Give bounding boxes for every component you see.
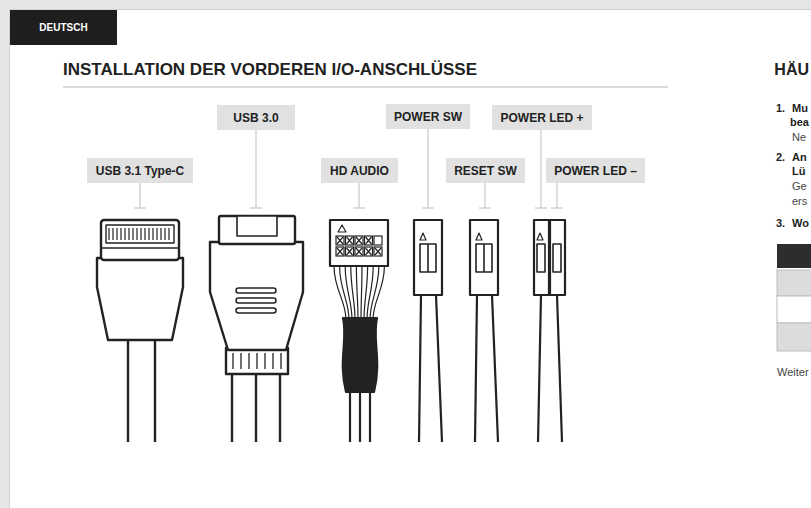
connector-name: USB 3.1 Type-C: [96, 164, 184, 178]
usb-c-contact: [148, 228, 149, 240]
power-led-connector: [534, 220, 565, 442]
usb-c-contact: [108, 228, 109, 240]
usb-c-contact: [156, 228, 157, 240]
pin-socket: [346, 247, 354, 256]
pin-socket: [374, 247, 382, 256]
pin-socket: [336, 247, 344, 256]
usb-c-contact: [124, 228, 125, 240]
pin-mark: [347, 237, 353, 244]
power-sw-connector: [414, 220, 442, 442]
connector-label: USB 3.1 Type-C: [87, 158, 193, 183]
usb-c-contact: [112, 228, 113, 240]
faq-text: 2.: [776, 151, 785, 163]
language-name: DEUTSCH: [39, 22, 87, 33]
usb-c-contact: [128, 228, 129, 240]
hd-audio-connector: [330, 220, 388, 442]
key-pin: [374, 236, 382, 245]
connector-label: POWER LED +: [492, 105, 592, 130]
grip-rib: [240, 353, 241, 369]
usb-c-contact: [152, 228, 153, 240]
usb-c-contact: [120, 228, 121, 240]
title-rule: [63, 87, 668, 88]
table: [777, 244, 811, 351]
usb-c-contact: [164, 228, 165, 240]
audio-wire: [370, 266, 379, 320]
reset-sw-connector: [470, 220, 498, 442]
pin-mark: [356, 248, 362, 255]
page-title: INSTALLATION DER VORDEREN I/O-ANSCHLÜSSE: [63, 60, 477, 80]
grip-rib: [232, 353, 233, 369]
pin-socket: [365, 236, 373, 245]
audio-wire: [351, 266, 355, 320]
faq-text: bea: [790, 116, 809, 128]
pin-socket: [355, 247, 363, 256]
pin-mark: [366, 237, 372, 244]
connector-name: POWER LED –: [554, 164, 637, 178]
audio-wire: [340, 266, 349, 320]
audio-wire: [361, 266, 362, 320]
pin-socket: [336, 236, 344, 245]
connector-label: HD AUDIO: [321, 158, 398, 183]
faq-text: 1.: [776, 102, 785, 114]
pin-mark: [366, 248, 372, 255]
hd-audio-wires: [334, 266, 384, 320]
faq-text: An: [792, 151, 807, 163]
connector-name: POWER LED +: [500, 111, 583, 125]
grip-rib: [280, 353, 281, 369]
usb-c-contact: [160, 228, 161, 240]
connector-name: USB 3.0: [233, 111, 278, 125]
usb-c-connector: [97, 220, 183, 442]
faq-text: 3.: [776, 217, 785, 229]
pin-mark: [337, 237, 343, 244]
pin-mark: [347, 248, 353, 255]
grip-rib: [256, 353, 257, 369]
connector-label: RESET SW: [446, 158, 525, 183]
usb-c-contact: [132, 228, 133, 240]
usb-c-contact: [140, 228, 141, 240]
pin-socket: [346, 236, 354, 245]
grip-rib: [264, 353, 265, 369]
pin-mark: [337, 248, 343, 255]
faq-text: Mu: [792, 102, 808, 114]
faq-text: Ne: [792, 131, 806, 143]
audio-wire: [356, 266, 358, 320]
faq-text: Ge: [792, 180, 807, 192]
connector-label: USB 3.0: [217, 105, 295, 130]
usb-3-0-connector: [210, 216, 303, 442]
connector-name: RESET SW: [454, 164, 517, 178]
grip-rib: [248, 353, 249, 369]
usb-c-contact: [144, 228, 145, 240]
faq-text: Weiter: [777, 366, 809, 378]
connector-name: HD AUDIO: [330, 164, 389, 178]
faq-text: Lü: [792, 165, 805, 177]
leader-line: [134, 129, 563, 208]
usb-c-contact: [168, 228, 169, 240]
connector-label: POWER SW: [386, 104, 470, 129]
language-tab: DEUTSCH: [10, 10, 117, 45]
connector-label: POWER LED –: [546, 158, 645, 183]
faq-text: Wo: [792, 217, 809, 229]
pin-mark: [356, 237, 362, 244]
faq-text: ers: [792, 195, 807, 207]
hd-audio-pins: [336, 236, 382, 256]
usb-c-contact: [116, 228, 117, 240]
audio-wire: [373, 266, 384, 320]
usb-c-contact: [136, 228, 137, 240]
pin-socket: [365, 247, 373, 256]
section-heading: HÄU: [774, 61, 809, 79]
pin-socket: [355, 236, 363, 245]
usb-3-0-grip: [233, 353, 281, 369]
pin-mark: [375, 248, 381, 255]
grip-rib: [272, 353, 273, 369]
connector-name: POWER SW: [394, 110, 462, 124]
